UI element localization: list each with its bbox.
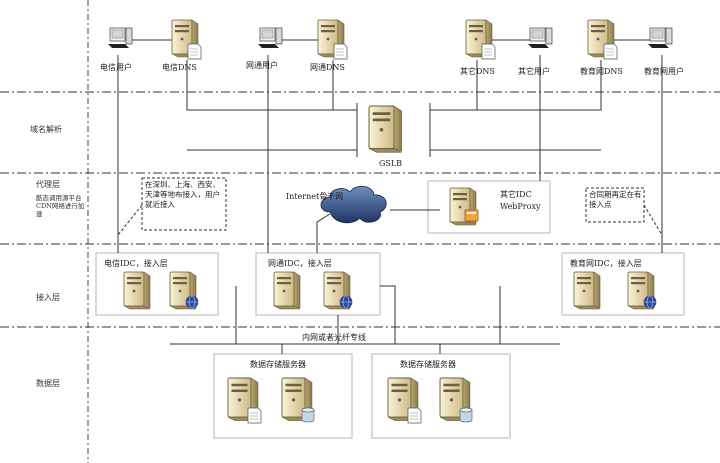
label-edu-idc: 教育网IDC，接入层	[570, 258, 642, 268]
label-other-user: 其它用户	[518, 66, 550, 76]
label-edu-user: 教育网用户	[644, 66, 684, 76]
label-netcom-user: 网通用户	[246, 60, 278, 70]
edu-access-web-server-icon	[627, 271, 657, 310]
label-webproxy: WebProxy	[500, 202, 541, 211]
netcom-access-server-icon	[273, 271, 301, 310]
zone-other-idc	[427, 180, 551, 234]
storage-right-server-icon-1	[387, 377, 422, 424]
label-storage-left: 数据存储服务器	[250, 359, 306, 369]
row-label-domain: 域名解析	[30, 124, 62, 134]
storage-left-server-icon-1	[227, 377, 262, 424]
callout-left: 在深圳、上海、西安、天津等地布接入，用户就近接入	[117, 177, 227, 236]
callout-right: 合同期再定在有接入点	[585, 187, 663, 236]
zone-netcom-idc	[255, 252, 381, 316]
webproxy-server-icon	[449, 187, 479, 226]
telecom-dns-server-icon	[171, 19, 202, 60]
netcom-access-web-server-icon	[323, 271, 353, 310]
internet-cloud-icon	[320, 185, 387, 224]
storage-left-server-icon-2	[281, 377, 315, 423]
label-storage-right: 数据存储服务器	[400, 359, 456, 369]
zone-edu-idc	[561, 252, 685, 316]
edu-access-server-icon	[573, 271, 601, 310]
telecom-access-server-icon	[123, 271, 151, 310]
zone-telecom-idc	[95, 252, 219, 316]
label-telecom-idc: 电信IDC，接入层	[104, 258, 168, 268]
other-dns-server-icon	[465, 19, 496, 60]
link-edu-dns-gslb	[477, 60, 602, 111]
other-user-pc-icon	[527, 27, 553, 49]
netcom-dns-server-icon	[317, 19, 348, 60]
label-telecom-user: 电信用户	[100, 62, 132, 72]
label-other-dns: 其它DNS	[460, 66, 495, 76]
edu-user-pc-icon	[647, 27, 673, 49]
edu-dns-server-icon	[587, 19, 618, 60]
zone-storage-right	[371, 353, 511, 439]
link-netcom-internet	[316, 213, 331, 253]
telecom-user-pc-icon	[107, 27, 133, 49]
label-gslb: GSLB	[379, 159, 402, 168]
row-note-proxy: 酷态调用源平台CDN网络进行加速	[36, 194, 84, 218]
label-other-idc: 其它IDC	[500, 189, 532, 199]
label-telecom-dns: 电信DNS	[162, 62, 197, 72]
netcom-user-pc-icon	[257, 27, 283, 49]
row-label-data: 数据层	[36, 378, 60, 388]
row-label-proxy: 代理层	[36, 179, 60, 189]
link-netcom-backbone-right	[380, 285, 396, 344]
label-backbone: 内网或者光纤专线	[302, 332, 366, 342]
label-netcom-dns: 网通DNS	[310, 62, 345, 72]
row-label-access: 接入层	[36, 292, 60, 302]
link-telecom-dns-gslb	[186, 60, 357, 111]
label-internet-backbone: Internet骨干网	[286, 192, 343, 201]
storage-right-server-icon-2	[439, 377, 473, 423]
gslb-server-icon	[368, 105, 403, 153]
telecom-access-web-server-icon	[169, 271, 199, 310]
label-netcom-idc: 网通IDC，接入层	[268, 258, 332, 268]
label-edu-dns: 教育网DNS	[580, 66, 623, 76]
zone-storage-left	[213, 353, 353, 439]
